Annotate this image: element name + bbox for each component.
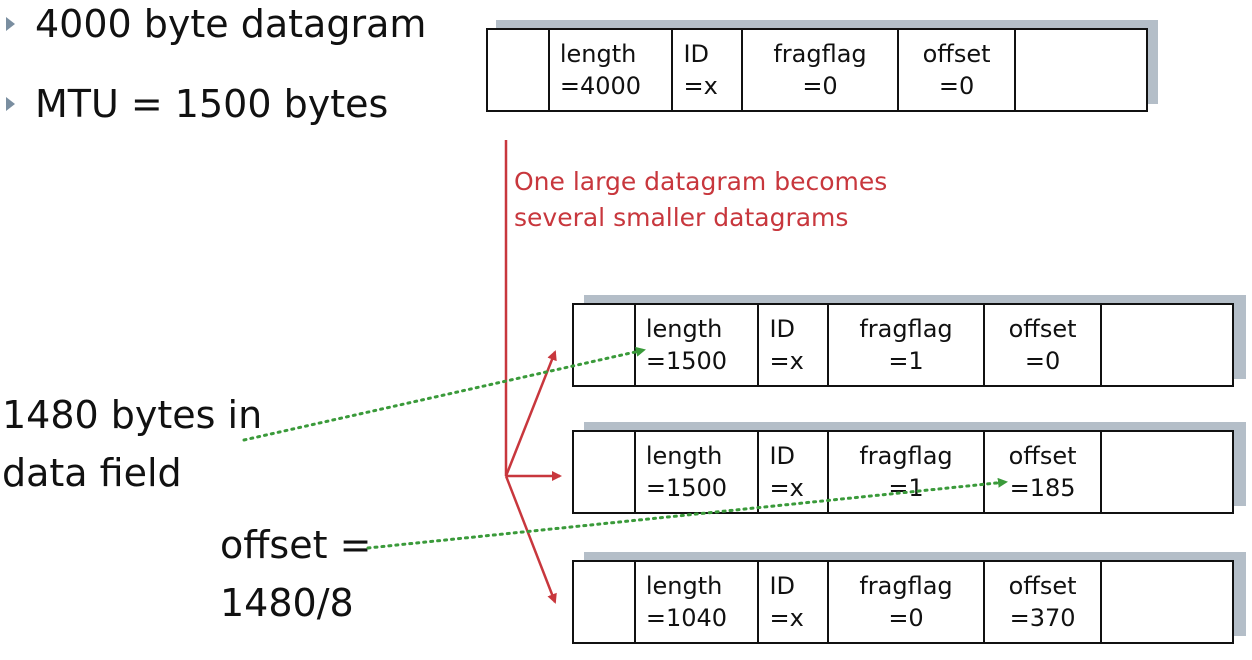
data-field-label: 1480 bytes in data field — [2, 386, 262, 502]
offset-value: =370 — [1009, 604, 1076, 632]
fragment-datagram-3: length =1040 ID =x fragflag =0 offset =3… — [572, 560, 1234, 644]
fragment-datagram-1: length =1500 ID =x fragflag =1 offset =0 — [572, 303, 1234, 387]
offset-cell: offset =0 — [985, 305, 1103, 385]
offset-label: offset — [1008, 315, 1077, 343]
header-cell-blank — [574, 305, 636, 385]
id-value: =x — [769, 474, 804, 502]
offset-calc-label-line-1: offset = — [220, 523, 372, 567]
fragflag-value: =0 — [802, 72, 838, 100]
fragment-datagram-2: length =1500 ID =x fragflag =1 offset =1… — [572, 430, 1234, 514]
id-cell: ID =x — [759, 432, 830, 512]
offset-cell: offset =0 — [899, 30, 1017, 110]
offset-cell: offset =370 — [985, 562, 1103, 642]
bullet-triangle-icon — [6, 97, 15, 111]
id-value: =x — [769, 347, 804, 375]
data-field-label-line-2: data field — [2, 451, 182, 495]
fragflag-label: fragflag — [859, 315, 953, 343]
length-cell: length =1040 — [636, 562, 760, 642]
header-cell-blank — [574, 562, 636, 642]
fragflag-cell: fragflag =1 — [829, 305, 985, 385]
annotation-line-1: One large datagram becomes — [514, 167, 888, 196]
fragflag-cell: fragflag =0 — [829, 562, 985, 642]
offset-label: offset — [922, 40, 991, 68]
length-cell: length =4000 — [550, 30, 674, 110]
id-cell: ID =x — [673, 30, 744, 110]
offset-pointer — [366, 477, 1008, 550]
length-label: length — [645, 315, 723, 343]
length-value: =1040 — [645, 604, 728, 632]
id-value: =x — [683, 72, 718, 100]
bullet-triangle-icon — [6, 17, 15, 31]
bullet-text: 4000 byte datagram — [35, 2, 427, 46]
annotation-line-2: several smaller datagrams — [514, 203, 849, 232]
original-datagram: length =4000 ID =x fragflag =0 offset =0 — [486, 28, 1148, 112]
data-field-pointer — [242, 346, 646, 442]
length-cell: length =1500 — [636, 432, 760, 512]
offset-cell: offset =185 — [985, 432, 1103, 512]
id-cell: ID =x — [759, 562, 830, 642]
id-label: ID — [769, 442, 796, 470]
id-label: ID — [769, 315, 796, 343]
offset-value: =0 — [938, 72, 975, 100]
fragflag-value: =1 — [888, 347, 924, 375]
length-cell: length =1500 — [636, 305, 760, 385]
offset-value: =185 — [1009, 474, 1076, 502]
split-arrow-3 — [504, 475, 557, 604]
split-arrow-1 — [504, 350, 557, 477]
fragflag-label: fragflag — [859, 572, 953, 600]
id-label: ID — [683, 40, 710, 68]
id-label: ID — [769, 572, 796, 600]
header-cell-blank — [488, 30, 550, 110]
data-field-label-line-1: 1480 bytes in — [2, 393, 263, 437]
fragflag-cell: fragflag =0 — [743, 30, 899, 110]
id-value: =x — [769, 604, 804, 632]
offset-value: =0 — [1024, 347, 1061, 375]
fragflag-cell: fragflag =1 — [829, 432, 985, 512]
length-value: =1500 — [645, 347, 728, 375]
length-label: length — [645, 572, 723, 600]
offset-label: offset — [1008, 442, 1077, 470]
bullet-text: MTU = 1500 bytes — [35, 82, 389, 126]
id-cell: ID =x — [759, 305, 830, 385]
fragflag-value: =0 — [888, 604, 924, 632]
fragmentation-annotation: One large datagram becomes several small… — [514, 164, 887, 236]
bullet-mtu: MTU = 1500 bytes — [0, 80, 388, 128]
fragflag-label: fragflag — [859, 442, 953, 470]
offset-calc-label: offset = 1480/8 — [220, 516, 371, 632]
length-value: =1500 — [645, 474, 728, 502]
fragflag-label: fragflag — [773, 40, 867, 68]
fragflag-value: =1 — [888, 474, 924, 502]
length-label: length — [559, 40, 637, 68]
offset-calc-label-line-2: 1480/8 — [220, 581, 354, 625]
length-label: length — [645, 442, 723, 470]
length-value: =4000 — [559, 72, 642, 100]
offset-label: offset — [1008, 572, 1077, 600]
header-cell-blank — [574, 432, 636, 512]
bullet-datagram-size: 4000 byte datagram — [0, 0, 426, 48]
